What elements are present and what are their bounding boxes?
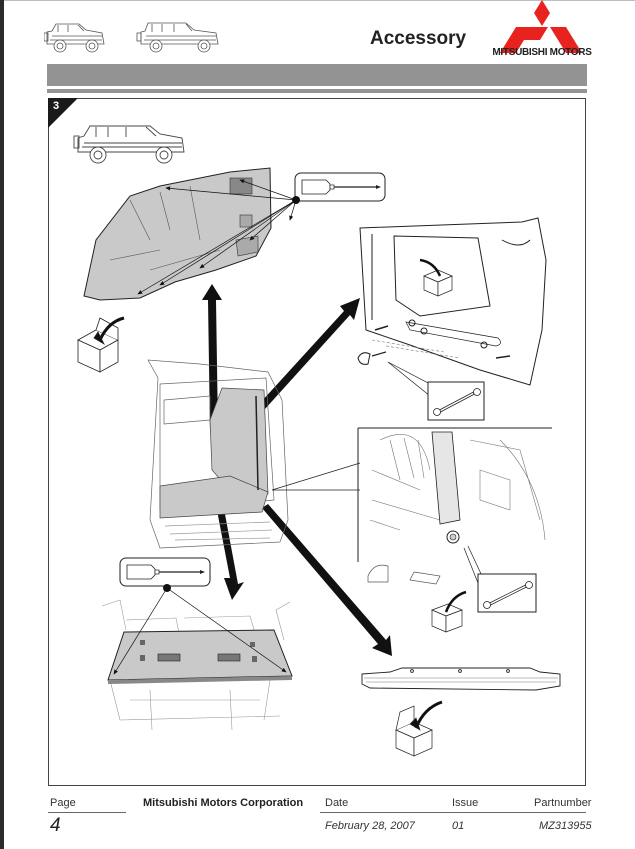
rear-scuff-plate <box>361 667 561 691</box>
partnumber-value: MZ313955 <box>539 820 592 832</box>
seatbelt-anchor-detail <box>357 427 552 589</box>
page-divider <box>48 812 126 813</box>
wrench-tool-box <box>387 361 485 421</box>
date-label: Date <box>325 797 349 809</box>
step-number: 3 <box>53 100 60 112</box>
page-label: Page <box>50 797 76 809</box>
header-band <box>47 64 587 86</box>
page-number: 4 <box>50 815 61 836</box>
issue-label: Issue <box>452 797 479 809</box>
header-band-thin <box>47 89 587 93</box>
issue-value: 01 <box>452 820 465 832</box>
wrench-tool-box <box>477 573 537 613</box>
storage-box-icon <box>431 590 467 633</box>
document-title: Accessory <box>370 28 467 49</box>
step-frame <box>48 98 586 786</box>
floor-board <box>101 599 293 731</box>
screwdriver-tool-box <box>113 557 287 675</box>
left-edge-strip <box>0 0 4 849</box>
screwdriver-pointer-lines <box>137 179 297 295</box>
vehicle-side-view <box>73 125 185 164</box>
cargo-area-overview <box>147 359 361 549</box>
top-rule <box>4 0 635 1</box>
brand-name: MITSUBISHI MOTORS <box>492 47 592 58</box>
storage-box-icon <box>395 700 443 757</box>
partnumber-label: Partnumber <box>534 797 592 809</box>
quarter-trim-panel <box>357 217 547 386</box>
side-trim-panel <box>83 167 272 301</box>
mitsubishi-logo-icon <box>500 0 582 53</box>
date-value: February 28, 2007 <box>325 820 415 832</box>
screwdriver-tool-box <box>292 172 386 204</box>
3-door-suv-icon <box>44 23 105 53</box>
company-name: Mitsubishi Motors Corporation <box>143 797 304 809</box>
vehicle-icons <box>44 22 219 53</box>
storage-box-icon <box>419 258 453 297</box>
meta-divider <box>320 812 586 813</box>
storage-box-icon <box>77 316 125 373</box>
step-badge <box>48 98 78 128</box>
5-door-suv-icon <box>136 22 219 53</box>
